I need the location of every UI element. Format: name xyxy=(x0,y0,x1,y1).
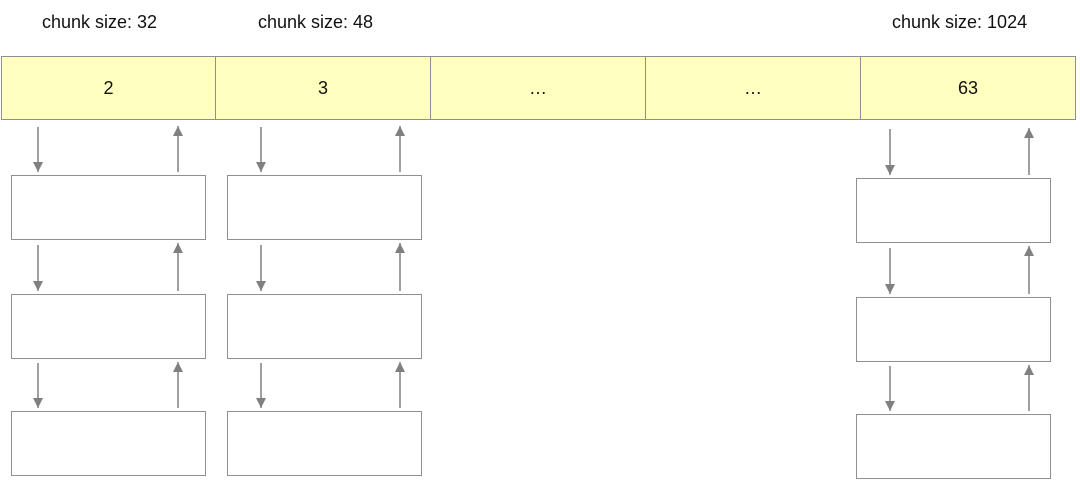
chunk-size-label-bin-63: chunk size: 1024 xyxy=(892,12,1028,32)
bin-cell-2: 2 xyxy=(1,56,216,120)
chunk-node-bin63-2 xyxy=(856,297,1051,362)
chunk-node-bin63-3 xyxy=(856,414,1051,479)
chunk-node-bin3-1 xyxy=(227,175,422,240)
chunk-size-label-bin-2: chunk size: 32 xyxy=(42,12,158,32)
bin-cell-63: 63 xyxy=(861,56,1076,120)
chunk-node-bin2-1 xyxy=(11,175,206,240)
chunk-node-bin2-2 xyxy=(11,294,206,359)
chunk-node-bin63-1 xyxy=(856,178,1051,243)
bin-cell-ellipsis-2: … xyxy=(646,56,861,120)
chunk-node-bin3-2 xyxy=(227,294,422,359)
chunk-node-bin2-3 xyxy=(11,411,206,476)
bin-array: 2 3 … … 63 xyxy=(1,56,1076,120)
bin-cell-3: 3 xyxy=(216,56,431,120)
chunk-size-label-bin-3: chunk size: 48 xyxy=(258,12,374,32)
bin-cell-ellipsis-1: … xyxy=(431,56,646,120)
chunk-node-bin3-3 xyxy=(227,411,422,476)
